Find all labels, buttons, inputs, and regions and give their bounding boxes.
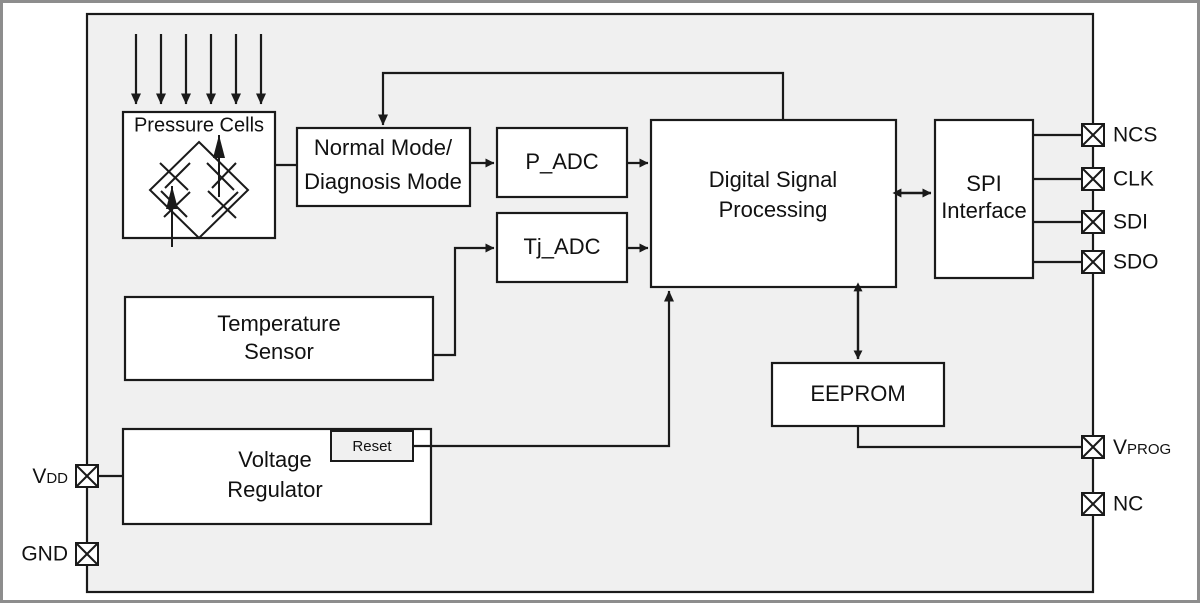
pin-pad-clk[interactable] bbox=[1081, 167, 1105, 191]
pin-label-sdo: SDO bbox=[1113, 251, 1159, 274]
pin-label-sdi: SDI bbox=[1113, 211, 1148, 234]
wheatstone-bridge-icon bbox=[148, 135, 250, 247]
block-eeprom[interactable] bbox=[770, 361, 946, 428]
pin-label-nc: NC bbox=[1113, 493, 1143, 516]
block-dsp-label-line2: Processing bbox=[719, 197, 828, 222]
wire-reset-to-dsp bbox=[413, 290, 674, 448]
block-eeprom-label: EEPROM bbox=[810, 381, 905, 406]
pin-label-vdd-sub: DD bbox=[46, 470, 68, 487]
pin-label-vprog: VPROG bbox=[1113, 436, 1171, 459]
block-mode-label-line2: Diagnosis Mode bbox=[304, 169, 462, 194]
block-reset-label: Reset bbox=[352, 438, 392, 455]
pin-pad-nc[interactable] bbox=[1081, 492, 1105, 516]
block-spi-label-line2: Interface bbox=[941, 198, 1027, 223]
block-temp-label-line2: Sensor bbox=[244, 339, 314, 364]
spi-pin-wires bbox=[1033, 133, 1082, 264]
block-tj-adc-label: Tj_ADC bbox=[523, 234, 600, 259]
block-tj-adc[interactable] bbox=[495, 211, 629, 284]
pin-pad-vdd[interactable] bbox=[75, 464, 99, 488]
wire-eeprom-to-vprog bbox=[856, 426, 1082, 449]
block-p-adc-label: P_ADC bbox=[525, 149, 598, 174]
block-dsp-label-line1: Digital Signal bbox=[709, 167, 837, 192]
pin-pads-right bbox=[1081, 123, 1105, 516]
pin-label-ncs: NCS bbox=[1113, 124, 1157, 147]
wire-dsp-feedback-to-mode bbox=[378, 71, 785, 126]
block-normal-diagnosis-mode[interactable] bbox=[295, 126, 472, 208]
block-vreg-label-line2: Regulator bbox=[227, 477, 322, 502]
block-pressure-cells-label: Pressure Cells bbox=[134, 114, 264, 136]
pin-pad-vprog[interactable] bbox=[1081, 435, 1105, 459]
pin-pad-gnd[interactable] bbox=[75, 542, 99, 566]
pin-pad-sdi[interactable] bbox=[1081, 210, 1105, 234]
block-mode-label-line1: Normal Mode/ bbox=[314, 135, 453, 160]
pin-label-gnd: GND bbox=[21, 543, 68, 566]
pin-pad-sdo[interactable] bbox=[1081, 250, 1105, 274]
block-temp-label-line1: Temperature bbox=[217, 311, 341, 336]
block-spi-label-line1: SPI bbox=[966, 171, 1001, 196]
pin-label-vdd-main: V bbox=[32, 465, 46, 488]
block-pressure-cells[interactable] bbox=[121, 110, 277, 240]
wire-tempsensor-to-tjadc bbox=[433, 243, 495, 357]
pressure-input-arrows bbox=[131, 34, 266, 105]
block-vreg-label-line1: Voltage bbox=[238, 447, 311, 472]
pin-label-vprog-main: V bbox=[1113, 436, 1127, 459]
pin-pad-ncs[interactable] bbox=[1081, 123, 1105, 147]
pin-label-clk: CLK bbox=[1113, 168, 1154, 191]
block-spi-interface[interactable] bbox=[933, 118, 1035, 280]
block-temperature-sensor[interactable] bbox=[123, 295, 435, 382]
pin-label-vdd: VDD bbox=[32, 465, 68, 488]
pin-pads-left bbox=[75, 464, 99, 566]
block-reset[interactable] bbox=[330, 430, 414, 462]
block-voltage-regulator[interactable] bbox=[121, 427, 433, 526]
block-digital-signal-processing[interactable] bbox=[649, 118, 898, 289]
pin-label-vprog-sub: PROG bbox=[1127, 441, 1171, 458]
